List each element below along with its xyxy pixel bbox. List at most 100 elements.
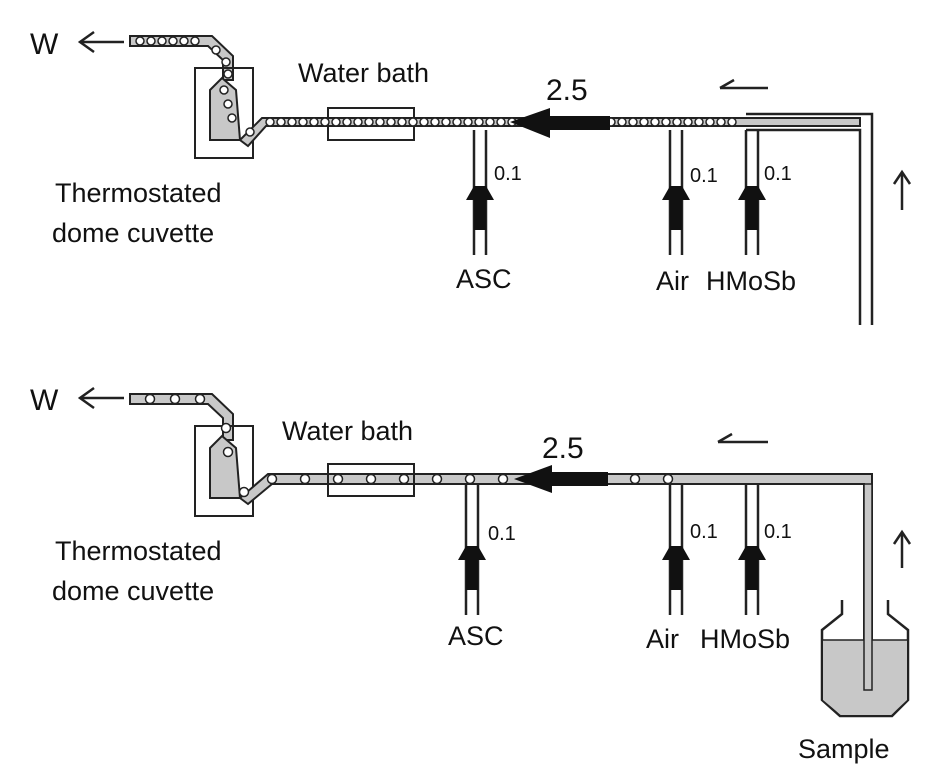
tube-bubble bbox=[408, 117, 418, 127]
tube-bubble bbox=[353, 117, 363, 127]
tube-bubble bbox=[661, 117, 671, 127]
tube-bubble bbox=[364, 117, 374, 127]
tube-bubble bbox=[144, 393, 156, 405]
tube-bubble bbox=[463, 117, 473, 127]
tube-bubble bbox=[222, 446, 234, 458]
tube-bubble bbox=[135, 36, 145, 46]
top-cuvette-dome bbox=[209, 76, 242, 141]
tube-bubble bbox=[398, 473, 410, 485]
bottom-water-bath bbox=[327, 463, 415, 497]
tube-bubble bbox=[662, 473, 674, 485]
top-air-rate: 0.1 bbox=[690, 165, 718, 187]
top-manifold: W Water bath 2.5 bbox=[30, 28, 912, 325]
tube-bubble bbox=[365, 473, 377, 485]
tube-bubble bbox=[694, 117, 704, 127]
bottom-waste-label: W bbox=[30, 384, 59, 417]
bottom-hmosb-rate: 0.1 bbox=[764, 521, 792, 543]
top-direction-arrow-up bbox=[892, 169, 912, 210]
tube-bubble bbox=[639, 117, 649, 127]
tube-bubble bbox=[727, 117, 737, 127]
top-cuvette-label-line1: Thermostated bbox=[55, 178, 222, 208]
tube-bubble bbox=[220, 422, 232, 434]
bottom-cuvette-label-line1: Thermostated bbox=[55, 536, 222, 566]
bottom-cuvette-label-line2: dome cuvette bbox=[52, 576, 214, 606]
tube-bubble bbox=[497, 473, 509, 485]
bottom-air-rate: 0.1 bbox=[690, 521, 718, 543]
tube-bubble bbox=[496, 117, 506, 127]
bottom-air-label: Air bbox=[646, 624, 679, 654]
bottom-main-flow-arrow bbox=[514, 465, 608, 493]
tube-bubble bbox=[431, 473, 443, 485]
tube-bubble bbox=[299, 473, 311, 485]
top-water-bath-label: Water bath bbox=[298, 58, 429, 88]
bottom-asc-rate: 0.1 bbox=[488, 523, 516, 545]
sample-container bbox=[820, 483, 910, 718]
tube-bubble bbox=[628, 117, 638, 127]
tube-bubble bbox=[650, 117, 660, 127]
tube-bubble bbox=[332, 473, 344, 485]
tube-bubble bbox=[221, 57, 231, 67]
top-hmosb-rate: 0.1 bbox=[764, 163, 792, 185]
tube-bubble bbox=[298, 117, 308, 127]
tube-bubble bbox=[441, 117, 451, 127]
bottom-manifold: W Water bath 2.5 0.1 ASC bbox=[30, 384, 912, 764]
tube-bubble bbox=[223, 99, 233, 109]
tube-bubble bbox=[386, 117, 396, 127]
bottom-air-inlet bbox=[662, 484, 690, 615]
tube-bubble bbox=[331, 117, 341, 127]
tube-bubble bbox=[419, 117, 429, 127]
tube-bubble bbox=[485, 117, 495, 127]
top-sample-line-inner bbox=[746, 128, 862, 325]
tube-bubble bbox=[276, 117, 286, 127]
top-asc-rate: 0.1 bbox=[494, 163, 522, 185]
tube-bubble bbox=[238, 486, 250, 498]
top-waste-label: W bbox=[30, 28, 59, 61]
top-sample-line bbox=[746, 112, 874, 325]
bottom-water-bath-label: Water bath bbox=[282, 416, 413, 446]
top-asc-inlet bbox=[466, 130, 494, 255]
top-air-inlet bbox=[662, 130, 690, 255]
tube-bubble bbox=[430, 117, 440, 127]
bottom-asc-label: ASC bbox=[448, 621, 504, 651]
tube-bubble bbox=[397, 117, 407, 127]
tube-bubble bbox=[716, 117, 726, 127]
top-waste-arrow bbox=[77, 30, 124, 54]
tube-bubble bbox=[287, 117, 297, 127]
tube-bubble bbox=[320, 117, 330, 127]
tube-bubble bbox=[629, 473, 641, 485]
tube-bubble bbox=[190, 36, 200, 46]
tube-bubble bbox=[227, 113, 237, 123]
tube-bubble bbox=[474, 117, 484, 127]
top-main-flow-arrow bbox=[510, 108, 610, 138]
tube-bubble bbox=[375, 117, 385, 127]
tube-bubble bbox=[219, 85, 229, 95]
tube-bubble bbox=[309, 117, 319, 127]
top-direction-arrow-left bbox=[719, 78, 768, 90]
tube-bubble bbox=[672, 117, 682, 127]
top-cuvette-box bbox=[194, 67, 254, 159]
tube-bubble bbox=[342, 117, 352, 127]
tube-bubble bbox=[617, 117, 627, 127]
tube-bubble bbox=[705, 117, 715, 127]
tube-bubble bbox=[683, 117, 693, 127]
tube-bubble bbox=[464, 473, 476, 485]
bottom-main-tube bbox=[238, 473, 873, 691]
tube-bubble bbox=[169, 393, 181, 405]
tube-bubble bbox=[179, 36, 189, 46]
tube-bubble bbox=[146, 36, 156, 46]
top-main-flow-rate: 2.5 bbox=[546, 74, 588, 107]
bottom-direction-arrow-up bbox=[892, 529, 912, 568]
bottom-direction-arrow-left bbox=[717, 432, 768, 444]
bottom-hmosb-label: HMoSb bbox=[700, 624, 790, 654]
tube-bubble bbox=[211, 45, 221, 55]
top-air-label: Air bbox=[656, 266, 689, 296]
top-main-tube bbox=[238, 117, 861, 148]
tube-bubble bbox=[266, 473, 278, 485]
top-cuvette-label-line2: dome cuvette bbox=[52, 218, 214, 248]
top-hmosb-label: HMoSb bbox=[706, 266, 796, 296]
tube-bubble bbox=[452, 117, 462, 127]
bottom-asc-inlet bbox=[458, 484, 486, 615]
top-hmosb-inlet bbox=[738, 130, 766, 255]
